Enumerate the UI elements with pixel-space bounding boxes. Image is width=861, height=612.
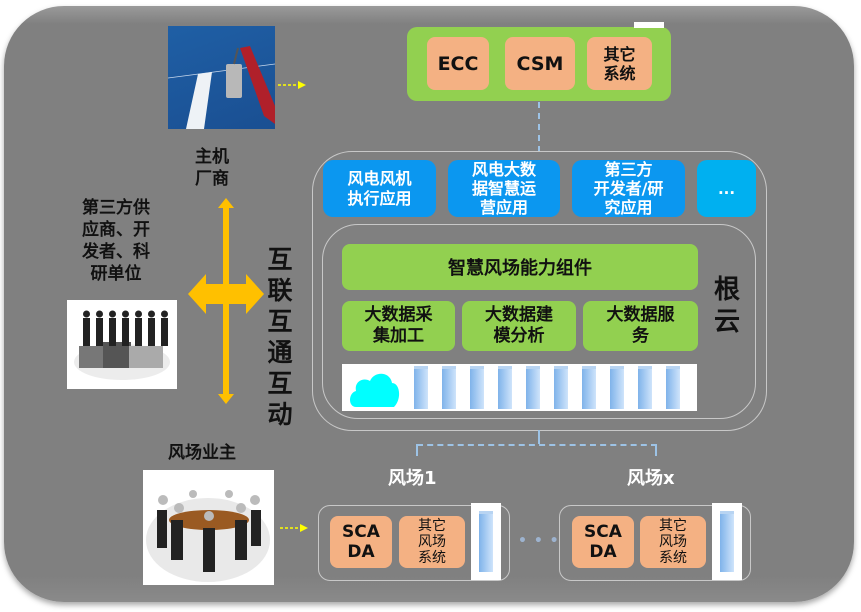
third-party-label: 第三方供 应商、开 发者、科 研单位 <box>82 198 150 284</box>
server-icon <box>638 366 652 409</box>
farmx-scada: SCA DA <box>572 516 634 568</box>
top-system-csm: CSM <box>505 37 575 90</box>
farm-separator: • • • <box>518 533 560 549</box>
app-more: ... <box>697 160 756 217</box>
turbine-crane-icon <box>168 46 275 129</box>
farmx-server <box>712 503 742 580</box>
farmx-other-systems: 其它 风场 系统 <box>640 516 706 568</box>
server-icon <box>526 366 540 409</box>
server-icon <box>666 366 680 409</box>
farm1-other-systems-label: 其它 风场 系统 <box>418 518 446 566</box>
team-puzzle-icon <box>74 310 170 380</box>
server-icon <box>479 511 493 572</box>
top-system-csm-label: CSM <box>516 52 564 75</box>
server-icon <box>582 366 596 409</box>
farm1-server <box>471 503 501 580</box>
owner-arrow-icon <box>280 524 308 532</box>
connector-farm1 <box>416 444 418 456</box>
turbine-installation-image <box>168 26 275 129</box>
farmx-title: 风场x <box>627 468 675 489</box>
interop-label: 互 联 互 通 互 动 <box>267 245 293 429</box>
top-system-other: 其它 系统 <box>587 37 652 90</box>
turbine-arrow-icon <box>278 81 306 89</box>
server-icon <box>414 366 428 409</box>
farm-owner-image <box>143 470 274 585</box>
app-more-label: ... <box>717 179 736 198</box>
root-cloud-container <box>322 224 756 419</box>
server-icon <box>610 366 624 409</box>
cloud-icon <box>350 373 400 407</box>
service-data-collection-label: 大数据采 集加工 <box>364 305 433 346</box>
service-data-modeling-label: 大数据建 模分析 <box>485 305 553 346</box>
server-icon <box>720 511 734 572</box>
connector-farms-horizontal <box>417 444 657 446</box>
app-turbine-execution-label: 风电风机 执行应用 <box>347 168 412 208</box>
farm1-other-systems: 其它 风场 系统 <box>399 516 465 568</box>
app-bigdata-operations: 风电大数 据智慧运 营应用 <box>448 160 560 217</box>
farm1-scada-label: SCA DA <box>342 522 380 562</box>
oem-label: 主机 厂商 <box>195 147 229 189</box>
connector-bottom <box>538 430 540 444</box>
connector-farmx <box>655 444 657 456</box>
farm1-scada: SCA DA <box>330 516 392 568</box>
service-data-services-label: 大数据服 务 <box>606 305 675 346</box>
service-data-modeling: 大数据建 模分析 <box>462 301 576 351</box>
capability-components-label: 智慧风场能力组件 <box>448 258 592 279</box>
farmx-container <box>559 505 751 581</box>
third-party-image <box>67 300 177 389</box>
root-cloud-title: 根 云 <box>713 275 740 337</box>
server-icon <box>554 366 568 409</box>
top-systems-marker <box>634 22 664 28</box>
app-bigdata-operations-label: 风电大数 据智慧运 营应用 <box>471 160 536 217</box>
farm1-title: 风场1 <box>388 468 437 489</box>
farmx-scada-label: SCA DA <box>584 522 622 562</box>
farmx-other-systems-label: 其它 风场 系统 <box>659 518 687 566</box>
top-system-other-label: 其它 系统 <box>603 44 636 83</box>
farm-owner-label: 风场业主 <box>168 443 236 463</box>
infrastructure-strip <box>342 364 697 411</box>
meeting-table-icon <box>146 490 270 582</box>
server-icon <box>498 366 512 409</box>
farm1-container <box>318 505 510 581</box>
app-third-party-research-label: 第三方 开发者/研 究应用 <box>593 160 664 217</box>
service-data-collection: 大数据采 集加工 <box>342 301 455 351</box>
capability-components-bar: 智慧风场能力组件 <box>342 244 698 290</box>
top-system-ecc: ECC <box>427 37 489 90</box>
interop-arrows-icon <box>188 198 264 404</box>
top-system-ecc-label: ECC <box>437 52 479 75</box>
service-data-services: 大数据服 务 <box>583 301 698 351</box>
app-third-party-research: 第三方 开发者/研 究应用 <box>572 160 685 217</box>
server-icon <box>442 366 456 409</box>
app-turbine-execution: 风电风机 执行应用 <box>323 160 436 217</box>
connector-top <box>538 102 540 152</box>
server-icon <box>470 366 484 409</box>
